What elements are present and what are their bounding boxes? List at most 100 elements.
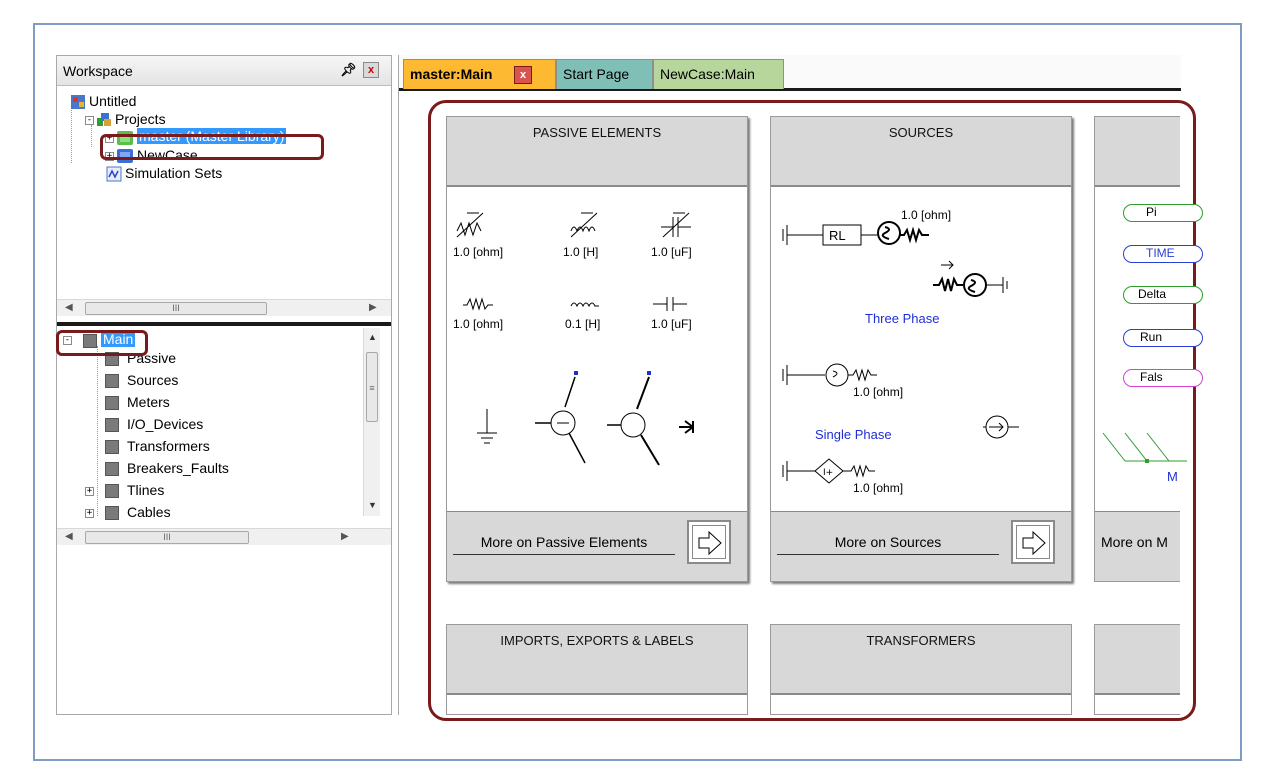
component-tree: - Main Passive Sources Meters I/O_Device… bbox=[57, 328, 391, 520]
master-library-highlight bbox=[100, 134, 324, 160]
pin-icon[interactable]: 📌︎ bbox=[340, 62, 357, 77]
rl-label: RL bbox=[829, 228, 846, 243]
tab-label: NewCase:Main bbox=[660, 66, 755, 82]
tab-newcase-main[interactable]: NewCase:Main bbox=[653, 59, 784, 89]
tree-connector bbox=[97, 346, 98, 516]
three-phase-node-icon bbox=[535, 371, 586, 464]
capacitor-icon bbox=[653, 297, 687, 311]
pill-item: Pi bbox=[1123, 204, 1203, 222]
workspace-panel: Workspace 📌︎ x Untitled - Projects + mas… bbox=[56, 55, 392, 715]
tree-label: Tlines bbox=[127, 482, 165, 498]
card-header bbox=[1095, 117, 1180, 187]
component-value-label: 1.0 [uF] bbox=[651, 245, 692, 259]
arrow-right-icon bbox=[1022, 530, 1046, 556]
more-sources-button[interactable] bbox=[1011, 520, 1055, 564]
more-on-passive-link[interactable]: More on Passive Elements bbox=[453, 534, 675, 555]
component-vertical-scrollbar[interactable]: ▲ ≡ ▼ bbox=[363, 328, 380, 516]
tree-label: Transformers bbox=[127, 438, 210, 454]
panel-splitter[interactable] bbox=[57, 322, 391, 326]
scroll-right-icon[interactable]: ▶ bbox=[369, 302, 377, 313]
tab-start-page[interactable]: Start Page bbox=[556, 59, 653, 89]
scroll-thumb[interactable]: ≡ bbox=[366, 352, 378, 422]
card-header: IMPORTS, EXPORTS & LABELS bbox=[447, 625, 747, 695]
tree-connector bbox=[71, 107, 72, 163]
scroll-right-icon[interactable]: ▶ bbox=[341, 531, 349, 542]
ground-icon bbox=[477, 409, 497, 444]
tree-label: Untitled bbox=[89, 93, 137, 109]
scroll-up-icon[interactable]: ▲ bbox=[368, 332, 377, 342]
scroll-thumb[interactable]: III bbox=[85, 531, 249, 544]
tab-label: Start Page bbox=[563, 66, 630, 82]
more-passive-button[interactable] bbox=[687, 520, 731, 564]
tab-bar: master:Main x Start Page NewCase:Main bbox=[399, 55, 1181, 91]
arrow-right-icon bbox=[698, 530, 722, 556]
card-header: TRANSFORMERS bbox=[771, 625, 1071, 695]
tree-label: Main bbox=[101, 331, 136, 347]
single-phase-source-icon bbox=[782, 363, 877, 387]
pill-label: Pi bbox=[1146, 205, 1157, 219]
component-value-label: 1.0 [ohm] bbox=[453, 245, 504, 259]
partial-label: M bbox=[1167, 469, 1178, 484]
tab-label: master:Main bbox=[410, 66, 493, 82]
scroll-left-icon[interactable]: ◀ bbox=[65, 531, 73, 542]
pill-label: Delta bbox=[1138, 287, 1167, 301]
collapse-icon[interactable]: - bbox=[85, 115, 94, 125]
tab-master-main[interactable]: master:Main x bbox=[403, 59, 556, 89]
multi-line-icon bbox=[1102, 432, 1187, 463]
card-partial-third[interactable]: Pi TIME Delta Run Fals M More on M bbox=[1094, 116, 1203, 582]
pill-label: Run bbox=[1140, 330, 1163, 344]
card-header: SOURCES bbox=[771, 117, 1071, 187]
canvas-highlight bbox=[428, 100, 1196, 721]
card-partial-sixth[interactable] bbox=[1094, 624, 1180, 715]
component-value-label: 1.0 [ohm] bbox=[853, 481, 904, 495]
module-icon bbox=[105, 396, 119, 410]
expand-icon[interactable]: + bbox=[85, 508, 94, 518]
card-transformers[interactable]: TRANSFORMERS bbox=[770, 624, 1072, 715]
module-icon bbox=[105, 374, 119, 388]
tree-label: Breakers_Faults bbox=[127, 460, 229, 476]
component-value-label: 1.0 [H] bbox=[563, 245, 599, 259]
component-value-label: 0.1 [H] bbox=[565, 317, 601, 331]
component-value-label: 1.0 [ohm] bbox=[853, 385, 904, 399]
variable-inductor-icon bbox=[570, 212, 598, 238]
rl-source-icon bbox=[782, 221, 929, 246]
module-icon bbox=[105, 484, 119, 498]
card-passive-elements[interactable]: PASSIVE ELEMENTS 1.0 [ohm] 1.0 [H] 1.0 [… bbox=[446, 116, 748, 582]
tree-label: Meters bbox=[127, 394, 170, 410]
tree-label: Cables bbox=[127, 504, 171, 520]
expand-icon[interactable]: + bbox=[85, 486, 94, 496]
collapse-icon[interactable]: - bbox=[63, 335, 72, 345]
component-value-label: 1.0 [ohm] bbox=[901, 208, 952, 222]
workspace-title: Workspace bbox=[63, 63, 133, 79]
pill-item: Fals bbox=[1123, 369, 1203, 387]
projects-icon bbox=[97, 113, 111, 126]
workspace-header: Workspace 📌︎ x bbox=[57, 56, 391, 86]
pill-item: Delta bbox=[1123, 286, 1203, 304]
three-phase-label: Three Phase bbox=[865, 311, 940, 326]
component-value-label: 1.0 [ohm] bbox=[453, 317, 504, 331]
card-footer: More on M bbox=[1095, 511, 1180, 581]
card-footer: More on Sources bbox=[771, 511, 1071, 581]
card-sources[interactable]: SOURCES RL 1.0 [ohm] Three Phase 1.0 [oh… bbox=[770, 116, 1072, 582]
workspace-icon bbox=[71, 95, 85, 109]
close-panel-icon[interactable]: x bbox=[363, 62, 379, 78]
more-on-partial-link[interactable]: More on M bbox=[1101, 534, 1168, 550]
more-on-sources-link[interactable]: More on Sources bbox=[777, 534, 999, 555]
tree-horizontal-scrollbar[interactable]: ◀ III ▶ bbox=[57, 299, 391, 316]
scroll-down-icon[interactable]: ▼ bbox=[368, 500, 377, 510]
current-source-icon bbox=[983, 415, 1019, 439]
inductor-icon bbox=[570, 302, 599, 308]
controlled-source-icon: I+ bbox=[782, 458, 875, 484]
component-horizontal-scrollbar[interactable]: ◀ III ▶ bbox=[57, 528, 391, 545]
svg-text:I+: I+ bbox=[823, 468, 833, 478]
variable-capacitor-icon bbox=[661, 212, 691, 238]
scroll-thumb[interactable]: III bbox=[85, 302, 267, 315]
simulation-sets-icon bbox=[106, 166, 122, 182]
breaker-icon bbox=[679, 420, 694, 434]
pill-item: TIME bbox=[1123, 245, 1203, 263]
scroll-left-icon[interactable]: ◀ bbox=[65, 302, 73, 313]
close-tab-icon[interactable]: x bbox=[514, 66, 532, 84]
card-header: PASSIVE ELEMENTS bbox=[447, 117, 747, 187]
card-footer: More on Passive Elements bbox=[447, 511, 747, 581]
card-imports-exports-labels[interactable]: IMPORTS, EXPORTS & LABELS bbox=[446, 624, 748, 715]
